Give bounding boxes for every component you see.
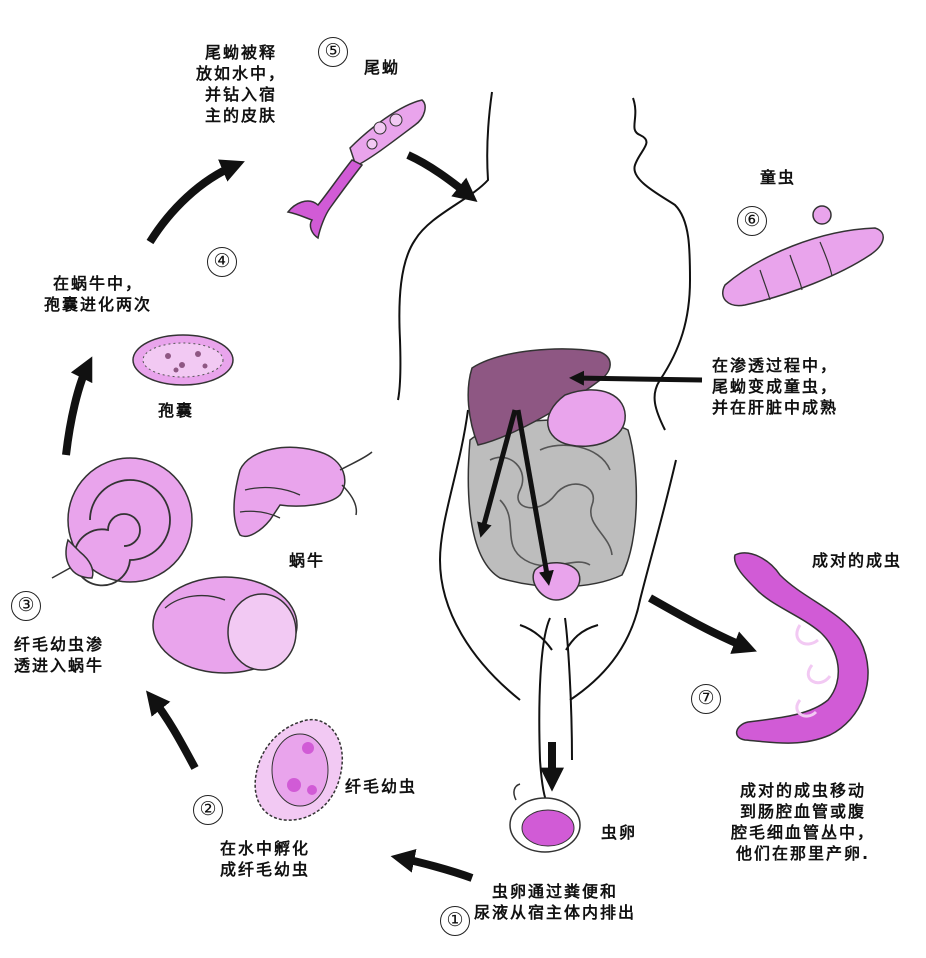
cercaria-label: 尾蚴 [364, 58, 401, 77]
step-3-line-1: 纤毛幼虫渗 [14, 635, 105, 654]
step-7-number: ⑦ [691, 684, 721, 714]
miracidium-label: 纤毛幼虫 [345, 777, 418, 796]
step-5-line-1: 尾蚴被释 [205, 43, 278, 62]
step-6-number: ⑥ [737, 206, 767, 236]
step-7-line-4: 他们在那里产卵. [735, 844, 871, 863]
schistosomulum-label: 童虫 [760, 168, 797, 187]
cercaria-illustration [286, 99, 426, 240]
step-5-line-4: 主的皮肤 [205, 106, 278, 125]
step-2-description: 在水中孵化 成纤毛幼虫 [220, 838, 310, 880]
egg-illustration [509, 783, 581, 853]
adult-pair-illustration [733, 552, 869, 744]
step-4-number: ④ [207, 247, 237, 277]
step-3-description: 纤毛幼虫渗 透进入蜗牛 [14, 634, 104, 676]
step-1-number: ① [440, 906, 470, 936]
step-7-line-2: 到肠腔血管或腹 [740, 802, 867, 821]
step-5-description: 尾蚴被释 放如水中， 并钻入宿 主的皮肤 [196, 42, 286, 126]
step-5-number: ⑤ [318, 37, 348, 67]
step-5-line-2: 放如水中， [196, 64, 287, 83]
stomach [547, 389, 626, 447]
step-7-line-1: 成对的成虫移动 [740, 781, 867, 800]
schistosomulum-illustration [722, 205, 884, 307]
step-1-line-1: 虫卵通过粪便和 [492, 882, 619, 901]
bladder [532, 562, 581, 601]
step-2-number: ② [193, 795, 223, 825]
snail-illustrations [51, 446, 373, 674]
step-1-description: 虫卵通过粪便和 尿液从宿主体内排出 [474, 881, 636, 923]
step-6-line-1: 在渗透过程中， [712, 356, 839, 375]
step-6-line-2: 尾蚴变成童虫， [712, 377, 839, 396]
step-2-line-2: 成纤毛幼虫 [220, 860, 311, 879]
egg-label: 虫卵 [601, 823, 638, 842]
step-7-line-3: 腔毛细血管丛中， [731, 823, 876, 842]
step-5-line-3: 并钻入宿 [205, 85, 278, 104]
step-1-line-2: 尿液从宿主体内排出 [474, 903, 637, 922]
miracidium-illustration [254, 719, 343, 821]
step-4-description: 在蜗牛中， 孢囊进化两次 [44, 273, 152, 315]
sporocyst-illustration [132, 334, 234, 386]
internal-arrows [477, 370, 703, 586]
step-2-line-1: 在水中孵化 [220, 839, 311, 858]
cycle-arrows [62, 151, 757, 882]
intestines [467, 419, 638, 588]
step-4-line-2: 孢囊进化两次 [44, 295, 153, 314]
step-4-line-1: 在蜗牛中， [53, 274, 144, 293]
step-3-number: ③ [11, 591, 41, 621]
step-3-line-2: 透进入蜗牛 [14, 656, 105, 675]
sporocyst-label: 孢囊 [158, 401, 195, 420]
adult-pair-label: 成对的成虫 [812, 551, 903, 570]
step-6-description: 在渗透过程中， 尾蚴变成童虫， 并在肝脏中成熟 [712, 355, 838, 418]
snail-label: 蜗牛 [289, 551, 326, 570]
step-6-line-3: 并在肝脏中成熟 [712, 398, 839, 417]
step-7-description: 成对的成虫移动 到肠腔血管或腹 腔毛细血管丛中， 他们在那里产卵. [731, 780, 875, 864]
human-body-outline [397, 91, 692, 806]
